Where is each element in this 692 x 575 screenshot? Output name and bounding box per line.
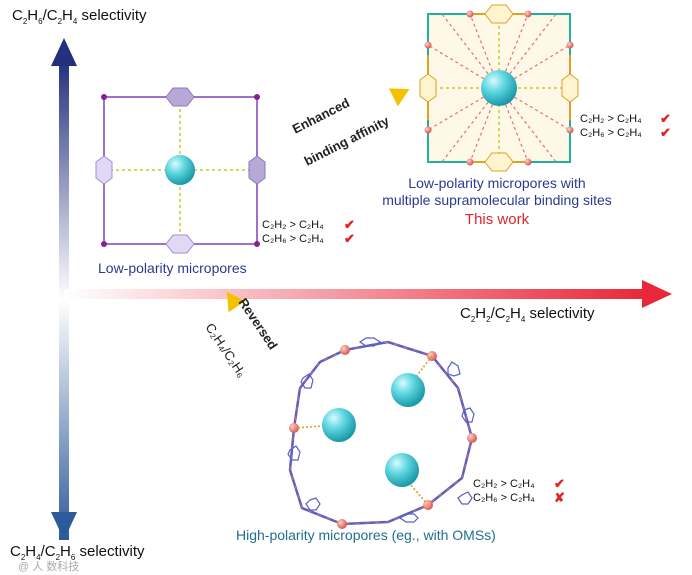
this-work-selectivity: C₂H₂ > C₂H₄ ✔ C₂H₆ > C₂H₄ ✔: [580, 111, 671, 140]
guest-molecule: [322, 408, 356, 442]
low-polarity-caption: Low-polarity micropores: [98, 260, 247, 276]
check-icon: ✔: [660, 111, 671, 126]
selectivity-row: C₂H₂ > C₂H₄: [473, 478, 535, 490]
this-work-pore: [419, 4, 579, 172]
check-icon: ✔: [344, 217, 355, 232]
guest-molecule: [391, 373, 425, 407]
selectivity-row: C₂H₆ > C₂H₄: [473, 492, 535, 504]
selectivity-row: C₂H₆ > C₂H₄: [262, 233, 324, 245]
this-work-label: This work: [465, 211, 530, 228]
reversed-label-2: C₂H₄/C₂H₆: [203, 320, 250, 380]
bottom-axis-label: C2H4/C2H6 selectivity: [10, 543, 145, 562]
this-work-caption-line1: Low-polarity micropores with: [408, 175, 585, 191]
low-polarity-selectivity: C₂H₂ > C₂H₄ ✔ C₂H₆ > C₂H₄ ✔: [262, 217, 355, 246]
right-arrowhead: [642, 280, 672, 308]
up-arrowhead: [51, 38, 77, 66]
enhanced-arrow: Enhanced binding affinity: [288, 88, 410, 169]
low-polarity-pore: [95, 87, 266, 254]
check-icon: ✔: [554, 476, 565, 491]
guest-molecule: [385, 453, 419, 487]
cross-icon: ✘: [554, 490, 565, 505]
this-work-caption-line2: multiple supramolecular binding sites: [382, 192, 612, 208]
vertical-axis: [51, 38, 77, 540]
check-icon: ✔: [660, 125, 671, 140]
high-polarity-caption: High-polarity micropores (eg., with OMSs…: [236, 527, 496, 543]
enhanced-label-1: Enhanced: [290, 95, 352, 137]
guest-molecule: [165, 155, 195, 185]
down-arrowhead: [51, 512, 77, 540]
selectivity-row: C₂H₂ > C₂H₄: [262, 219, 324, 231]
guest-molecule: [481, 70, 517, 106]
horizontal-axis: [64, 280, 672, 308]
top-axis-label: C2H6/C2H4 selectivity: [12, 7, 147, 26]
check-icon: ✔: [344, 231, 355, 246]
high-polarity-selectivity: C₂H₂ > C₂H₄ ✔ C₂H₆ > C₂H₄ ✘: [473, 476, 565, 505]
reversed-arrow: [226, 291, 288, 380]
high-polarity-pore: [287, 337, 477, 529]
selectivity-row: C₂H₂ > C₂H₄: [580, 113, 642, 125]
right-axis-label: C2H2/C2H4 selectivity: [460, 305, 595, 324]
selectivity-row: C₂H₆ > C₂H₄: [580, 127, 642, 139]
watermark: @ 人 数科技: [18, 559, 79, 573]
